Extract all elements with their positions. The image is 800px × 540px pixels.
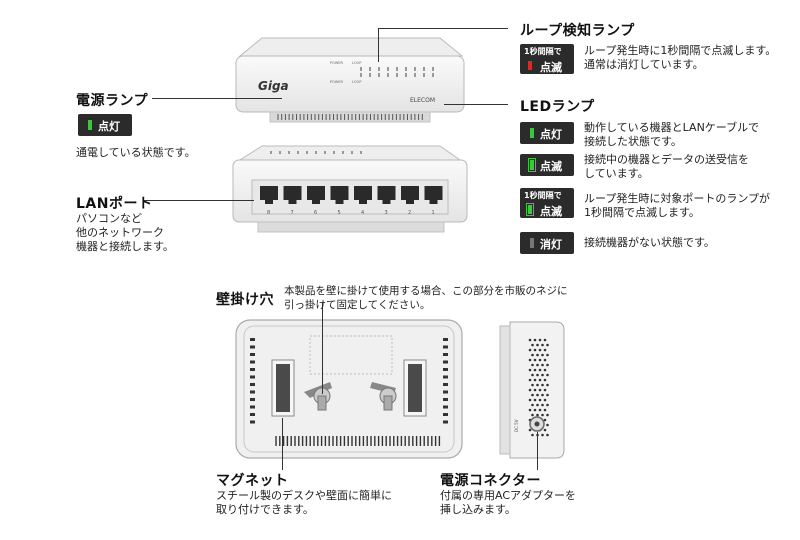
lan-port-2 bbox=[401, 186, 419, 204]
led-off-icon bbox=[530, 238, 534, 248]
lan-port-4 bbox=[354, 186, 372, 204]
led-state-on-label: 点灯 bbox=[540, 128, 562, 141]
power-lamp-desc: 通電している状態です。 bbox=[76, 146, 196, 159]
power-label-2: POWER bbox=[330, 80, 344, 84]
power-callout-line bbox=[152, 98, 282, 99]
switch-side-view: DC 5V bbox=[499, 321, 565, 459]
lan-port-3 bbox=[377, 186, 396, 204]
switch-top-view: Giga ELECOM POWER LOOP POWER LOOP bbox=[235, 37, 465, 123]
power-lamp-title: 電源ランプ bbox=[76, 93, 149, 109]
lan-port-desc: パソコンなど 他のネットワーク 機器と接続します。 bbox=[76, 212, 174, 253]
wall-hole-right bbox=[370, 382, 397, 411]
loop-badge-label: 点滅 bbox=[540, 61, 562, 74]
switch-bottom-view bbox=[235, 319, 463, 459]
led-green-on-icon bbox=[530, 128, 534, 138]
loop-badge-top: 1秒間隔で bbox=[524, 47, 562, 56]
magnet-callout-line bbox=[282, 418, 283, 470]
power-label: POWER bbox=[330, 61, 344, 65]
loop-lamp-title: ループ検知ランプ bbox=[520, 23, 635, 39]
wall-hole-title: 壁掛け穴 bbox=[216, 292, 274, 308]
loop-led-red-blink-icon bbox=[528, 61, 532, 70]
led-green-loop-blink-icon bbox=[528, 205, 532, 214]
lan-port-8 bbox=[260, 186, 278, 204]
led-state-off-desc: 接続機器がない状態です。 bbox=[584, 236, 715, 249]
magnet-desc: スチール製のデスクや壁面に簡単に 取り付けできます。 bbox=[216, 489, 392, 516]
power-connector-desc: 付属の専用ACアダプターを 挿し込みます。 bbox=[440, 489, 577, 516]
wall-callout-line bbox=[322, 302, 323, 394]
loop-callout-line bbox=[378, 28, 508, 29]
loop-lamp-desc: ループ発生時に1秒間隔で点滅します。 通常は消灯しています。 bbox=[584, 44, 777, 71]
loop-label: LOOP bbox=[352, 61, 361, 65]
lan-port-6 bbox=[307, 186, 325, 204]
led-loop-badge-top: 1秒間隔で bbox=[524, 191, 562, 200]
led-state-loop-label: 点滅 bbox=[540, 205, 562, 218]
lan-port-5 bbox=[330, 186, 349, 204]
led-lamp-title: LEDランプ bbox=[520, 99, 595, 115]
led-state-on-badge: 点灯 bbox=[520, 122, 574, 144]
wall-hole-desc: 本製品を壁に掛けて使用する場合、この部分を市販のネジに 引っ掛けて固定してくださ… bbox=[284, 285, 568, 311]
power-lamp-badge: 点灯 bbox=[78, 114, 132, 136]
maker-logo: ELECOM bbox=[410, 97, 435, 104]
led-state-loop-badge: 1秒間隔で 点滅 bbox=[520, 188, 574, 218]
led-green-blink-icon bbox=[530, 160, 534, 170]
led-state-on-desc: 動作している機器とLANケーブルで 接続した状態です。 bbox=[584, 121, 760, 148]
loop-callout-line-v bbox=[378, 28, 379, 62]
led-state-blink-desc: 接続中の機器とデータの送受信を しています。 bbox=[584, 153, 749, 180]
switch-front-view: 8 7 6 5 4 3 2 1 bbox=[232, 145, 468, 233]
lan-port-7 bbox=[283, 186, 302, 204]
led-callout-line bbox=[444, 104, 508, 105]
wall-hole-left bbox=[304, 382, 332, 411]
connector-callout-line bbox=[537, 432, 538, 470]
power-led-on-icon bbox=[88, 120, 92, 130]
power-connector-title: 電源コネクター bbox=[440, 473, 541, 489]
port-number-label: 1 bbox=[432, 210, 435, 216]
loop-lamp-badge: 1秒間隔で 点滅 bbox=[520, 44, 574, 74]
led-state-blink-badge: 点滅 bbox=[520, 154, 574, 176]
led-state-off-label: 消灯 bbox=[540, 238, 562, 251]
lan-port-title: LANポート bbox=[76, 196, 153, 212]
lan-port-1 bbox=[424, 186, 443, 204]
magnet-title: マグネット bbox=[216, 473, 289, 489]
led-state-blink-label: 点滅 bbox=[540, 160, 562, 173]
port-number-label: 5 bbox=[338, 210, 341, 216]
led-state-off-badge: 消灯 bbox=[520, 232, 574, 254]
port-number-label: 8 bbox=[267, 210, 270, 216]
power-lamp-badge-label: 点灯 bbox=[98, 120, 120, 133]
port-number-label: 7 bbox=[291, 210, 294, 216]
loop-label-2: LOOP bbox=[352, 80, 361, 84]
dc-label: DC 5V bbox=[514, 419, 519, 432]
port-number-label: 6 bbox=[314, 210, 317, 216]
port-number-label: 4 bbox=[361, 210, 364, 216]
brand-logo: Giga bbox=[258, 79, 289, 93]
lan-callout-line bbox=[144, 200, 254, 201]
port-number-label: 3 bbox=[385, 210, 388, 216]
led-state-loop-desc: ループ発生時に対象ポートのランプが 1秒間隔で点滅します。 bbox=[584, 192, 771, 219]
port-number-label: 2 bbox=[408, 210, 411, 216]
